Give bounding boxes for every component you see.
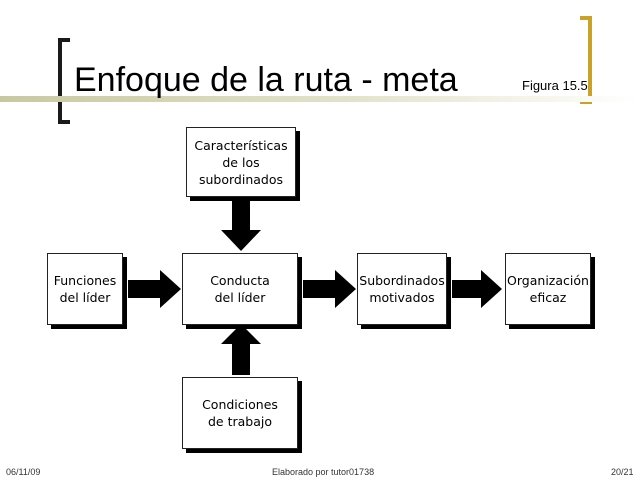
figure-label: Figura 15.5 — [522, 78, 588, 93]
title-underline-rule — [0, 96, 640, 102]
node-condiciones-trabajo: Condiciones de trabajo — [182, 377, 298, 449]
arrow-conducta-to-subordinados — [303, 270, 356, 308]
node-subordinados-motivados: Subordinados motivados — [357, 253, 447, 325]
arrow-funciones-to-conducta — [128, 270, 181, 308]
node-organizacion-label: Organización eficaz — [507, 273, 589, 305]
right-bracket-decoration — [580, 16, 592, 104]
node-caracteristicas-subordinados: Características de los subordinados — [186, 127, 296, 197]
node-funciones-lider: Funciones del líder — [47, 253, 123, 325]
arrow-condiciones-to-conducta — [221, 324, 261, 375]
slide-title: Enfoque de la ruta - meta — [74, 61, 458, 99]
footer-author: Elaborado por tutor01738 — [272, 467, 375, 477]
node-subordinados-label: Subordinados motivados — [359, 273, 445, 305]
arrow-caracteristicas-to-conducta — [221, 196, 261, 251]
node-caracteristicas-label: Características de los subordinados — [194, 137, 288, 187]
left-bracket-decoration — [58, 38, 70, 124]
node-funciones-label: Funciones del líder — [53, 273, 117, 305]
footer-date: 06/11/09 — [6, 467, 41, 477]
node-organizacion-eficaz: Organización eficaz — [505, 253, 591, 325]
footer-page-number: 20/21 — [611, 467, 634, 477]
node-conducta-lider: Conducta del líder — [182, 253, 298, 325]
node-conducta-label: Conducta del líder — [210, 273, 270, 305]
node-condiciones-label: Condiciones de trabajo — [202, 397, 278, 429]
arrow-subordinados-to-organizacion — [452, 270, 502, 308]
